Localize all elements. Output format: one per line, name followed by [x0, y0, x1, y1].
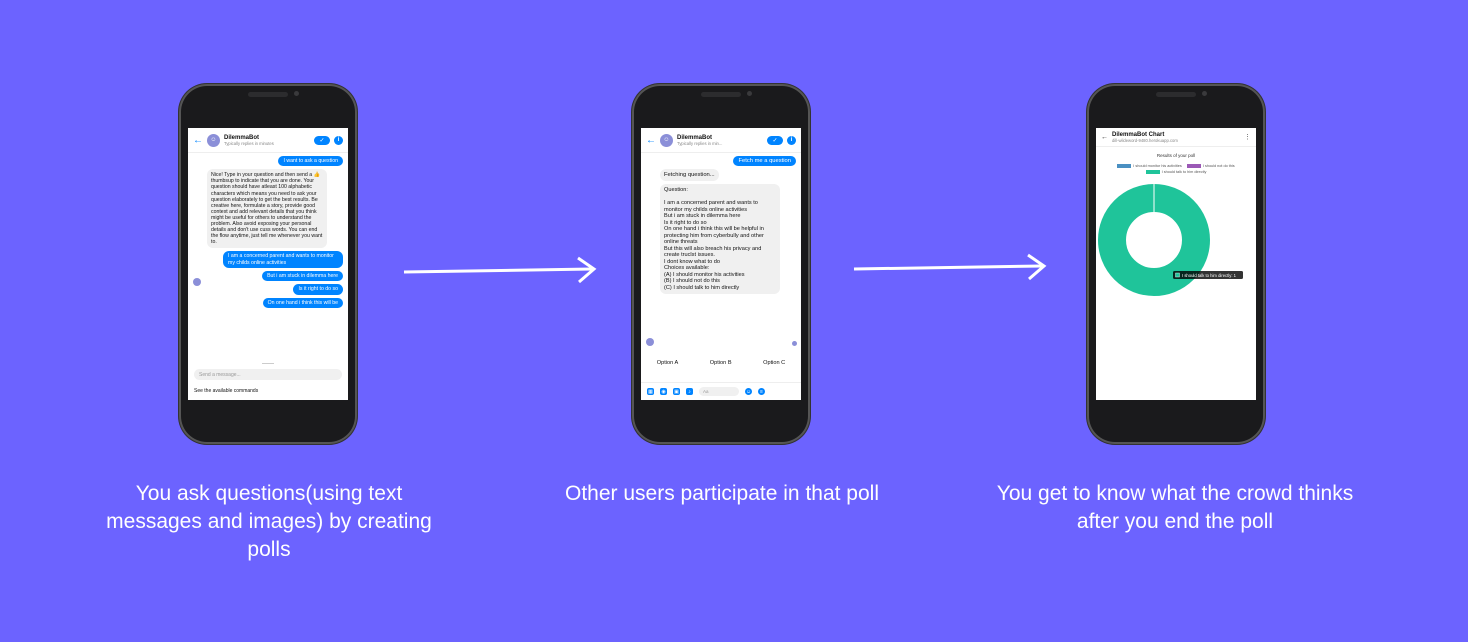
back-arrow-icon[interactable]: ← — [193, 134, 203, 146]
camera-icon[interactable]: ◉ — [660, 388, 667, 395]
info-icon[interactable]: i — [334, 135, 343, 145]
back-arrow-icon[interactable]: ← — [1101, 133, 1108, 141]
option-a-button[interactable]: Option A — [656, 360, 679, 366]
phone-2: ← ☺ DilemmaBot Typically replies in min.… — [632, 84, 810, 444]
microphone-icon[interactable]: ♪ — [686, 388, 693, 395]
legend-item[interactable]: I should not do this — [1186, 164, 1235, 168]
chart-tooltip: I should talk to him directly: 1 — [1173, 271, 1243, 279]
arrow-right-icon — [853, 253, 1047, 281]
apps-grid-icon[interactable]: ▦ — [647, 388, 654, 395]
bot-name: DilemmaBot — [224, 134, 260, 141]
browser-header: ← DilemmaBot Chart dill-wildeword-9480.h… — [1096, 128, 1256, 147]
bot-mini-avatar — [646, 338, 654, 346]
composer-area: Send a message... See the available comm… — [188, 361, 348, 400]
user-message: But i am stuck in dilemma here — [262, 271, 343, 282]
quick-reply-options: Option A Option B Option C — [641, 360, 801, 366]
message-list: Fetch me a question Fetching question...… — [641, 153, 801, 297]
legend-label: I should talk to him directly — [1161, 170, 1207, 174]
emoji-icon[interactable]: ☺ — [745, 388, 752, 395]
arrow-right-icon — [403, 256, 597, 284]
caption-3: You get to know what the crowd thinks af… — [996, 482, 1354, 533]
image-icon[interactable]: ▣ — [673, 388, 680, 395]
chat-header: ← ☺ DilemmaBot Typically replies in min.… — [641, 128, 801, 153]
read-receipt-avatar — [792, 341, 797, 346]
phone-3: ← DilemmaBot Chart dill-wildeword-9480.h… — [1087, 84, 1265, 444]
speaker-grille — [1156, 92, 1196, 97]
message-input[interactable]: Send a message... — [194, 369, 342, 380]
legend-label: I should not do this — [1202, 164, 1235, 168]
question-message: Question: I am a concerned parent and wa… — [660, 184, 780, 295]
bot-status: Typically replies in minutes — [224, 140, 274, 146]
check-icon[interactable]: ✓ — [314, 135, 330, 145]
page-info: DilemmaBot Chart dill-wildeword-9480.her… — [1112, 132, 1240, 143]
legend-swatch — [1186, 164, 1201, 168]
message-input[interactable]: Aa — [699, 387, 739, 396]
option-c-button[interactable]: Option C — [763, 360, 786, 366]
user-message: Is it right to do so — [293, 284, 343, 295]
caption-2: Other users participate in that poll — [565, 482, 879, 505]
bot-mini-avatar — [193, 278, 201, 286]
chart-legend-row-2: I should talk to him directly — [1096, 170, 1256, 174]
drag-handle[interactable] — [262, 363, 274, 364]
speaker-grille — [248, 92, 288, 97]
chat-title: DilemmaBot Typically replies in minutes — [224, 135, 310, 146]
bot-message: Nice! Type in your question and then sen… — [207, 169, 327, 249]
composer-toolbar: ▦ ◉ ▣ ♪ Aa ☺ ≡ — [641, 382, 801, 400]
user-message: On one hand i think this will be — [262, 297, 343, 308]
user-message: Fetch me a question — [733, 156, 796, 167]
tooltip-swatch — [1175, 272, 1180, 278]
menu-icon[interactable]: ≡ — [758, 388, 765, 395]
legend-label: I should monitor his activities — [1133, 164, 1182, 168]
caption-1: You ask questions(using text messages an… — [106, 482, 432, 561]
tooltip-text: I should talk to him directly: 1 — [1182, 273, 1237, 278]
bot-avatar: ☺ — [660, 133, 673, 147]
user-message: I want to ask a question — [278, 156, 343, 167]
commands-link[interactable]: See the available commands — [194, 388, 259, 394]
bot-avatar: ☺ — [207, 133, 220, 147]
front-camera — [747, 91, 752, 96]
messenger-screen-1: ← ☺ DilemmaBot Typically replies in minu… — [188, 128, 348, 400]
legend-swatch — [1117, 164, 1132, 168]
legend-item[interactable]: I should monitor his activities — [1117, 164, 1182, 168]
tooltip-box — [1173, 271, 1243, 279]
user-message: I am a concerned parent and wants to mon… — [223, 251, 343, 269]
kebab-menu-icon[interactable]: ⋮ — [1244, 134, 1251, 141]
chart-legend-row-1: I should monitor his activities I should… — [1096, 164, 1256, 168]
donut-chart: I should talk to him directly: 1 — [1098, 184, 1243, 296]
legend-swatch — [1145, 170, 1160, 174]
front-camera — [294, 91, 299, 96]
option-b-button[interactable]: Option B — [709, 360, 732, 366]
chart-title: Results of your poll — [1156, 153, 1196, 158]
chart-screen: ← DilemmaBot Chart dill-wildeword-9480.h… — [1096, 128, 1256, 400]
bot-message: Fetching question... — [660, 169, 719, 182]
chat-header: ← ☺ DilemmaBot Typically replies in minu… — [188, 128, 348, 153]
chat-title: DilemmaBot Typically replies in min... — [677, 135, 763, 146]
page-url: dill-wildeword-9480.herokuapp.com — [1112, 137, 1178, 143]
back-arrow-icon[interactable]: ← — [646, 134, 656, 146]
bot-status: Typically replies in min... — [677, 140, 723, 146]
legend-item[interactable]: I should talk to him directly — [1145, 170, 1207, 174]
messenger-screen-2: ← ☺ DilemmaBot Typically replies in min.… — [641, 128, 801, 400]
info-icon[interactable]: i — [787, 135, 796, 145]
phone-1: ← ☺ DilemmaBot Typically replies in minu… — [179, 84, 357, 444]
check-icon[interactable]: ✓ — [767, 135, 783, 145]
bot-name: DilemmaBot — [677, 134, 713, 141]
message-list: I want to ask a question Nice! Type in y… — [188, 153, 348, 311]
speaker-grille — [701, 92, 741, 97]
front-camera — [1202, 91, 1207, 96]
page-title: DilemmaBot Chart — [1112, 131, 1165, 138]
